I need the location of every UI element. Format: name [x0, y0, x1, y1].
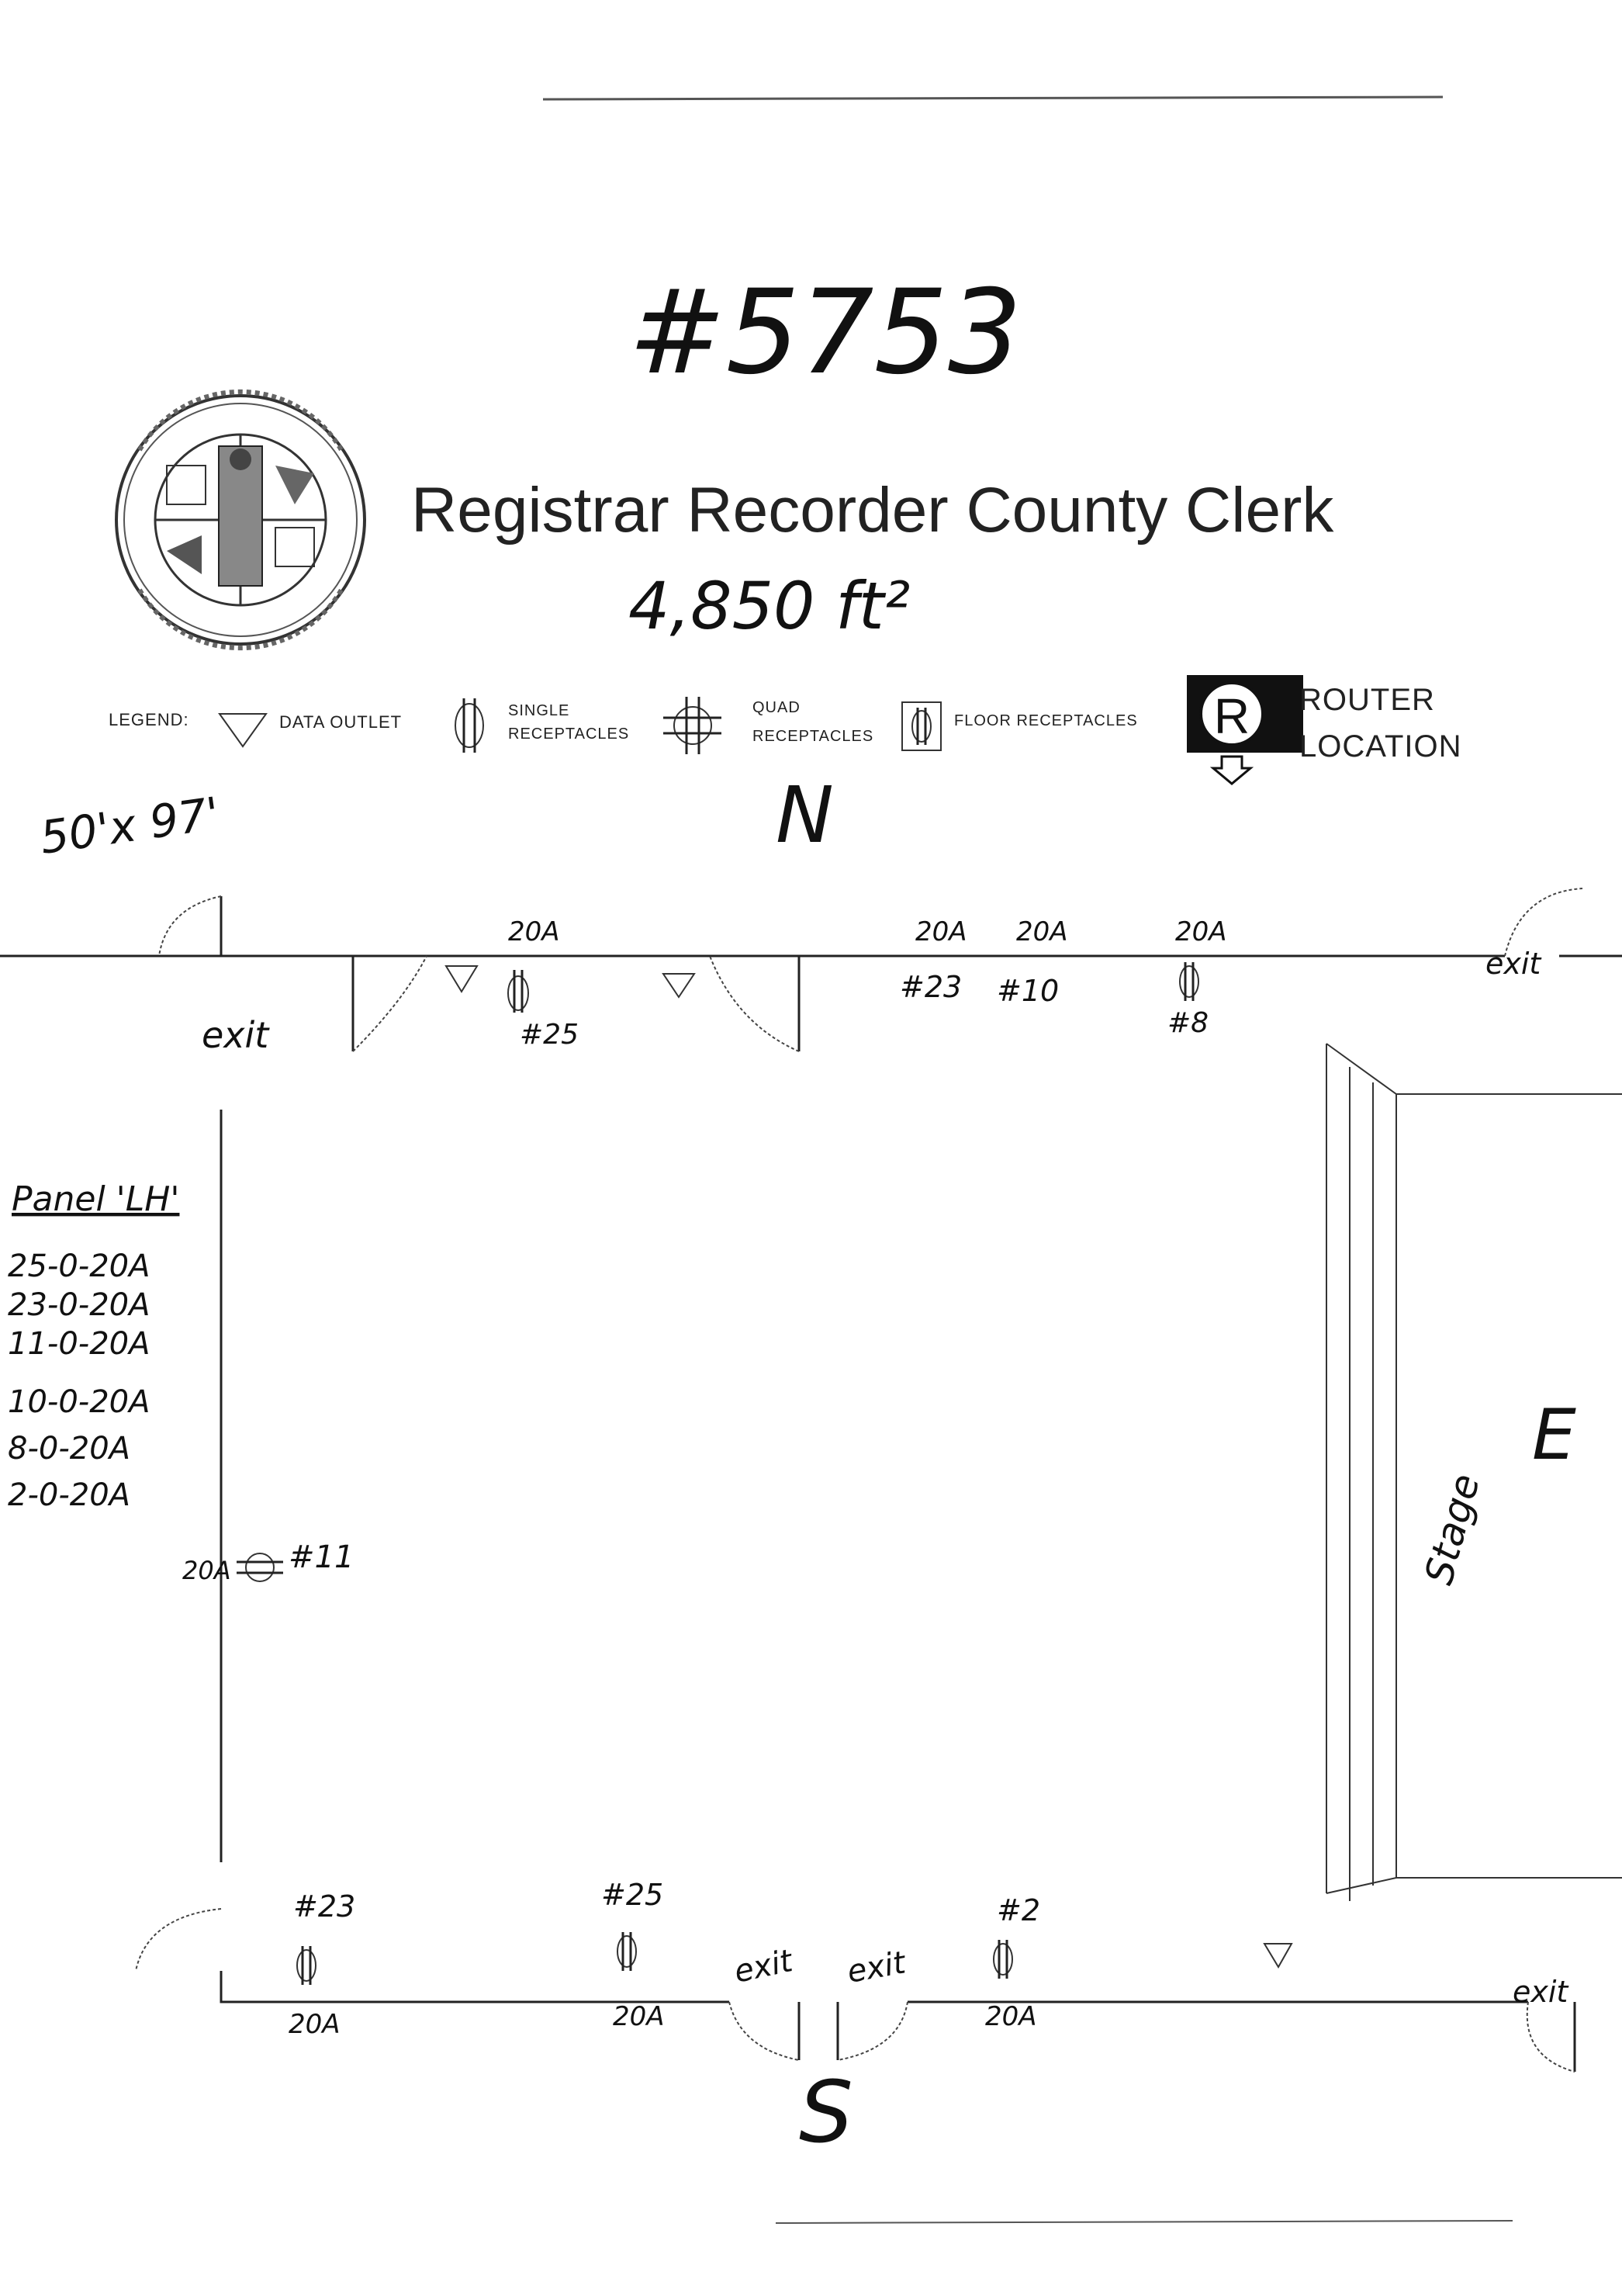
panel-circuit: 10-0-20A: [8, 1384, 150, 1420]
circuit-label: #2: [997, 1893, 1040, 1927]
door-swing-north-1: [352, 955, 427, 1052]
north-wall-fixtures: 20A #25 20A #23 20A #10 20A #8: [444, 916, 1227, 1051]
door-swing-south-1: [728, 2001, 800, 2061]
floor-receptacle-icon: [901, 701, 942, 751]
exit-label-south-2: exit: [845, 1945, 909, 1990]
amp-label: 20A: [985, 2001, 1037, 2032]
legend-router-line2: LOCATION: [1299, 729, 1462, 764]
quad-receptacle-icon: [663, 697, 721, 754]
amp-label: 20A: [915, 916, 967, 947]
exit-label-ne: exit: [1485, 947, 1542, 981]
single-receptacle-marker: [617, 1932, 637, 1971]
data-outlet-icon: [218, 713, 268, 748]
scan-edge-top: [542, 95, 1444, 101]
legend-router-line1: ROUTER: [1299, 683, 1435, 717]
dimensions-label: 50'x 97': [36, 787, 222, 864]
exit-label-nw: exit: [202, 1014, 270, 1056]
legend-single-line2: RECEPTACLES: [508, 726, 629, 743]
room-walls: [0, 896, 1622, 2072]
panel-circuit: 23-0-20A: [8, 1287, 150, 1323]
north-wall-alcove-east: [710, 954, 801, 1051]
door-swing-south-2: [837, 2001, 908, 2061]
door-swing-nw: [158, 895, 222, 957]
amp-label: 20A: [1175, 916, 1227, 947]
panel-circuit: 2-0-20A: [8, 1477, 130, 1513]
circuit-label: #23: [293, 1889, 355, 1924]
circuit-label: #10: [997, 974, 1059, 1008]
legend-single-line1: SINGLE: [508, 702, 569, 719]
legend-quad-line2: RECEPTACLES: [752, 728, 873, 745]
single-receptacle-marker: [296, 1946, 316, 1985]
page-title: Registrar Recorder County Clerk: [411, 475, 1334, 545]
single-receptacle-marker: [1179, 962, 1199, 1001]
scan-edge-bottom: [775, 2220, 1513, 2224]
single-receptacle-marker: [507, 970, 529, 1013]
quad-receptacle-marker: [237, 1553, 283, 1582]
doors: [135, 888, 1583, 2073]
circuit-label: #25: [601, 1878, 663, 1912]
door-swing-ne: [1504, 888, 1583, 957]
data-outlet-marker: [1263, 1943, 1293, 1969]
door-swing-sw: [135, 1908, 222, 1972]
data-outlet-marker: [444, 965, 479, 993]
panel-schedule: Panel 'LH' 25-0-20A 23-0-20A 11-0-20A 10…: [8, 1179, 179, 1513]
south-wall-west: [220, 1971, 729, 2003]
exit-label-se: exit: [1513, 1975, 1569, 2009]
panel-title: Panel 'LH': [12, 1179, 179, 1219]
single-receptacle-icon: [455, 698, 484, 753]
legend-floor: FLOOR RECEPTACLES: [954, 712, 1138, 729]
circuit-label: #11: [289, 1539, 354, 1575]
south-label: S: [799, 2062, 853, 2162]
stage-label: Stage: [1416, 1470, 1489, 1590]
east-label: E: [1532, 1394, 1576, 1476]
panel-circuit: 11-0-20A: [8, 1326, 150, 1362]
door-swing-north-2: [709, 955, 800, 1052]
county-seal-logo: [115, 389, 366, 651]
single-receptacle-marker: [993, 1940, 1013, 1979]
circuit-label: #25: [520, 1019, 579, 1051]
south-wall-fixtures: #23 20A #25 20A #2 20A: [289, 1878, 1293, 2040]
panel-circuit: 25-0-20A: [8, 1248, 150, 1284]
circuit-label: #23: [900, 970, 962, 1004]
area-label: 4,850 ft²: [628, 568, 910, 644]
legend: LEGEND: DATA OUTLET SINGLE RECEPTACLES Q…: [109, 675, 1462, 785]
circuit-label: #8: [1167, 1007, 1209, 1039]
handwritten-id: #5753: [628, 265, 1022, 400]
legend-quad-line1: QUAD: [752, 699, 801, 716]
door-swing-se: [1526, 2001, 1575, 2073]
data-outlet-marker: [662, 973, 696, 999]
north-wall-west: [0, 896, 223, 958]
stage-bottom: [1326, 1877, 1622, 1894]
north-label: N: [776, 770, 834, 861]
legend-data-outlet: DATA OUTLET: [279, 712, 402, 732]
router-symbol: R: [1214, 688, 1250, 744]
amp-label: 20A: [613, 2001, 665, 2032]
stage-top: [1326, 1043, 1622, 1095]
router-icon: R: [1187, 675, 1303, 785]
exit-label-south-1: exit: [731, 1943, 797, 1990]
amp-label: 20A: [289, 2009, 341, 2040]
amp-label: 20A: [182, 1556, 231, 1585]
amp-label: 20A: [508, 916, 560, 947]
legend-label: LEGEND:: [109, 710, 189, 729]
amp-label: 20A: [1016, 916, 1068, 947]
panel-circuit: 8-0-20A: [8, 1431, 130, 1467]
